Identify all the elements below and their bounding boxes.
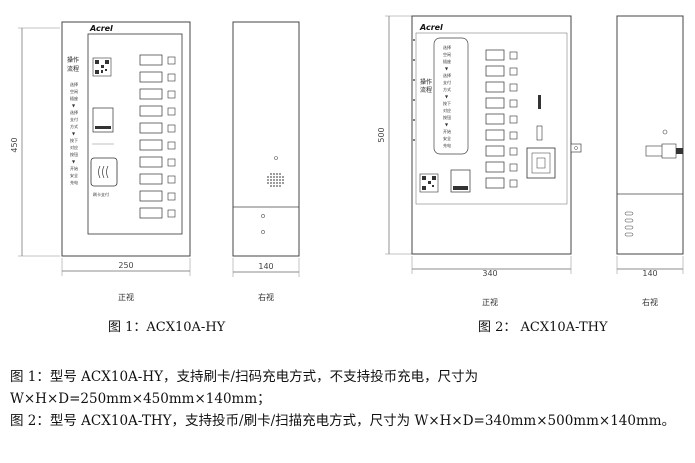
fig2-depth-dim: 140 (642, 269, 657, 278)
fig2-caption: 图 2： ACX10A-THY (478, 320, 608, 335)
fig2-socket-rows (485, 49, 518, 189)
fig1-qr-code-icon (92, 57, 112, 77)
fig2-coin-slot (450, 169, 471, 193)
fig2-front-view: 500 340 Acrel 操作 流程 选择 空闲 插座 ▼ 选择 支付 (377, 15, 582, 307)
fig1-caption: 图 1：ACX10A-HY (108, 320, 226, 335)
fig1-right-label: 右视 (258, 292, 274, 302)
fig1-socket-rows (139, 54, 176, 219)
description-fig2: 图 2：型号 ACX10A-THY，支持投币/刷卡/扫描充电方式，尺寸为 W×H… (10, 413, 676, 429)
fig2-front-label: 正视 (482, 297, 498, 307)
fig1-depth-dim: 140 (258, 262, 273, 271)
fig1-card-label: 刷卡支付 (93, 191, 109, 197)
fig1-brand-logo: Acrel (89, 24, 113, 33)
fig2-card-reader (526, 147, 556, 179)
fig1-front-label: 正视 (118, 292, 134, 302)
fig2-height-dim: 500 (377, 127, 386, 142)
fig2-flow-steps: 选择 空闲 插座 ▼ 选择 支付 方式 ▼ 按下 对应 按钮 ▼ 开始 安全 充… (443, 44, 452, 148)
fig2-flow-title: 操作 流程 (420, 78, 434, 94)
fig2-side-vents (624, 211, 634, 237)
fig2-side-latch (645, 143, 683, 159)
description-fig1: 图 1：型号 ACX10A-HY，支持刷卡/扫码充电方式，不支持投币充电，尺寸为… (10, 369, 479, 407)
fig1-card-reader (90, 157, 118, 187)
fig1-flow-steps: 选择 空闲 插座 ▼ 选择 支付 方式 ▼ 按下 对应 按钮 ▼ 开始 安全 充… (70, 81, 79, 185)
fig1-width-dim: 250 (118, 261, 133, 270)
fig1-side-view: 140 右视 (232, 21, 300, 302)
fig1-height-dim: 450 (10, 137, 19, 152)
fig1-speaker-grille (267, 173, 284, 187)
description-block: 图 1：型号 ACX10A-HY，支持刷卡/扫码充电方式，不支持投币充电，尺寸为… (10, 366, 690, 432)
fig2-qr-code-icon (419, 173, 439, 193)
fig2-side-view: 140 右视 (616, 15, 684, 307)
fig1-front-view: 450 250 Acrel 操作 流程 选择 空闲 插座 ▼ 选择 支付 方式 … (10, 21, 191, 302)
fig2-brand-logo: Acrel (419, 23, 443, 32)
fig2-right-label: 右视 (642, 297, 658, 307)
technical-drawings: 450 250 Acrel 操作 流程 选择 空闲 插座 ▼ 选择 支付 方式 … (10, 15, 684, 307)
fig1-flow-title: 操作 流程 (67, 56, 81, 73)
fig2-width-dim: 340 (482, 269, 497, 278)
